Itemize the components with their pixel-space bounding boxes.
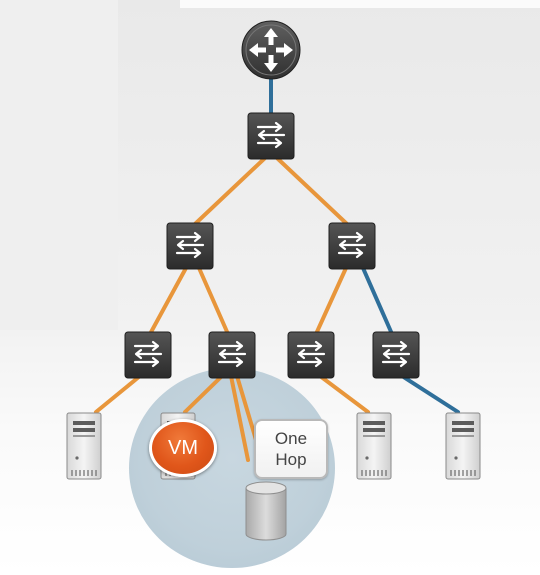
background-panel	[0, 0, 118, 330]
server-4-icon	[445, 412, 481, 480]
aggregation-switch-right-icon	[327, 221, 377, 271]
core-switch-icon	[246, 111, 296, 161]
storage-icon	[245, 481, 287, 541]
router-icon	[241, 20, 301, 80]
link-core-agg-left	[193, 156, 267, 226]
link-tor-1-server-1	[94, 374, 142, 414]
link-tor-2-storage-a	[229, 374, 250, 462]
link-core-agg-right	[275, 156, 349, 226]
network-links	[94, 76, 460, 462]
link-tor-4-server-4	[400, 374, 460, 414]
link-agg-left-tor-2	[197, 266, 230, 336]
background-strip	[180, 0, 540, 8]
vm-badge: VM	[149, 419, 217, 477]
link-agg-right-tor-3	[314, 266, 348, 336]
one-hop-label: One Hop	[254, 419, 328, 479]
aggregation-switch-left-icon	[165, 221, 215, 271]
tor-switch-3-icon	[286, 330, 336, 380]
link-tor-2-vm-server	[183, 374, 224, 414]
one-hop-label-line-2: Hop	[275, 450, 307, 469]
server-3-icon	[356, 412, 392, 480]
link-agg-left-tor-1	[148, 266, 188, 336]
server-1-icon	[66, 412, 102, 480]
tor-switch-4-icon	[371, 330, 421, 380]
link-tor-3-server-3	[318, 374, 370, 414]
tor-switch-2-icon	[207, 330, 257, 380]
tor-switch-1-icon	[123, 330, 173, 380]
link-agg-right-tor-4	[361, 266, 394, 336]
one-hop-label-line-1: One	[274, 429, 308, 448]
